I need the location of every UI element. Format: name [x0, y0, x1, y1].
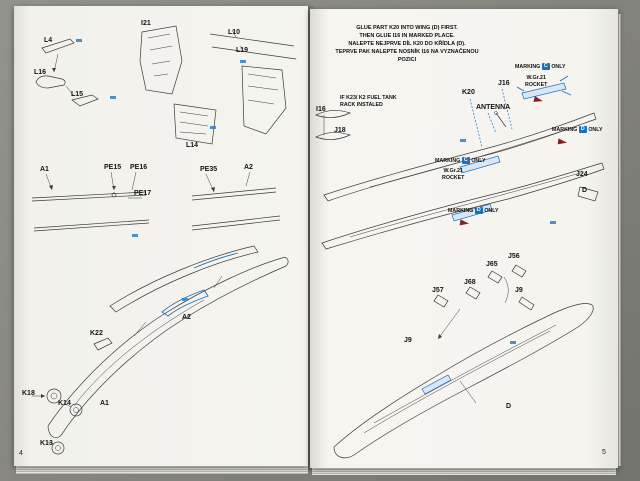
antenna-assembly — [31, 171, 150, 232]
part-label-j9-lower: J9 — [404, 337, 412, 344]
page-number-right: 5 — [602, 449, 606, 456]
left-page: L4 L16 L15 I21 L10 L19 L14 A1 PE15 PE16 … — [14, 6, 308, 466]
marking-badge-c-mid: MARKING C ONLY — [435, 157, 486, 164]
right-page-artwork — [315, 75, 605, 459]
paint-callout-mark — [76, 39, 82, 42]
wing-letter-d-bottom: D — [506, 403, 512, 410]
part-label-j65: J65 — [486, 261, 498, 268]
marking-letter-box-c: C — [541, 63, 550, 70]
fuel-tank-note-line-2: RACK INSTALED — [340, 102, 383, 109]
part-label-a1-upper: A1 — [40, 166, 49, 173]
part-label-j56: J56 — [508, 253, 520, 260]
part-label-l4: L4 — [44, 37, 53, 44]
marking-word: MARKING — [515, 63, 541, 70]
marking-badge-d-right: MARKING D ONLY — [552, 126, 603, 133]
small-parts-top-left — [35, 38, 99, 107]
part-label-antenna: ANTENNA — [476, 104, 511, 111]
instruction-line-cz-2: TEPRVE PAK NALEPTE NOSNÍK I16 NA VYZNAČE… — [335, 48, 479, 63]
rocket-caption-line-2: ROCKET — [442, 174, 465, 181]
part-label-l19: L19 — [236, 47, 249, 54]
part-label-j57: J57 — [432, 287, 444, 294]
right-page: GLUE PART K20 INTO WING (D) FIRST. THEN … — [310, 9, 618, 468]
only-word: ONLY — [484, 207, 499, 214]
part-label-k14: K14 — [58, 400, 71, 407]
marking-flag — [459, 219, 470, 227]
paint-callout-mark — [182, 298, 188, 301]
bottom-wing-diagram — [333, 303, 594, 459]
pe-rod-parts — [191, 171, 281, 231]
frame-part-right — [241, 65, 287, 135]
part-label-l16: L16 — [34, 69, 47, 76]
left-page-artwork — [31, 25, 297, 455]
rocket-caption-line-2: ROCKET — [525, 81, 548, 88]
paint-callout-mark — [132, 234, 138, 237]
frame-part-l14 — [173, 103, 217, 145]
marking-word: MARKING — [552, 126, 578, 133]
only-word: ONLY — [551, 63, 566, 70]
instruction-line-en-2: THEN GLUE I16 IN MARKED PLACE. — [359, 32, 455, 39]
rocket-caption-line-1: W.Gr.21 — [443, 168, 463, 174]
wing-cross-sections — [315, 110, 351, 140]
fuel-tank-note: IF K23/ K2 FUEL TANK RACK INSTALED — [340, 95, 397, 109]
part-label-pe15: PE15 — [104, 164, 122, 171]
antenna-part — [494, 111, 507, 128]
page-stack-bottom-left — [16, 466, 308, 474]
paint-callout-mark — [510, 341, 516, 344]
page-stack-bottom-right — [312, 468, 616, 475]
part-label-a2-upper: A2 — [244, 164, 253, 171]
paint-callout-mark — [210, 126, 216, 129]
underwing-parts-cluster — [433, 264, 535, 340]
part-label-j18: J18 — [334, 127, 346, 134]
page-number-left: 4 — [19, 450, 23, 457]
part-label-k22: K22 — [90, 330, 103, 337]
part-label-j16: J16 — [498, 80, 510, 87]
instruction-line-cz-1: NALEPTE NEJPRVE DÍL K20 DO KŘÍDLA (D). — [348, 40, 466, 47]
marking-letter-box-c: C — [461, 157, 470, 164]
part-label-j9-upper: J9 — [515, 287, 523, 294]
rocket-caption-line-1: W.Gr.21 — [526, 75, 546, 81]
part-label-k20: K20 — [462, 89, 475, 96]
part-label-j24: J24 — [576, 171, 588, 178]
marking-letter-box-d: D — [474, 207, 483, 214]
part-label-l15: L15 — [71, 91, 84, 98]
marking-word: MARKING — [448, 207, 474, 214]
part-label-pe35: PE35 — [200, 166, 218, 173]
rod-parts-l10-l19 — [209, 29, 297, 60]
marking-badge-c-top: MARKING C ONLY — [515, 63, 566, 70]
part-label-j68: J68 — [464, 279, 476, 286]
part-label-k18: K18 — [22, 390, 35, 397]
part-label-l10: L10 — [228, 29, 241, 36]
rocket-caption-mid: W.Gr.21 ROCKET — [442, 168, 464, 181]
marking-word: MARKING — [435, 157, 461, 164]
marking-badge-d-mid: MARKING D ONLY — [448, 207, 499, 214]
part-label-pe17: PE17 — [134, 190, 152, 197]
marking-flag — [557, 138, 568, 146]
rocket-caption-top: W.Gr.21 ROCKET — [525, 75, 547, 88]
paint-callout-mark — [240, 60, 246, 63]
paint-callout-mark — [550, 221, 556, 224]
wing-letter-d-mid: D — [582, 187, 588, 194]
part-label-l14: L14 — [186, 142, 199, 149]
part-label-a2-fuselage: A2 — [182, 314, 191, 321]
part-label-i16: I16 — [316, 106, 326, 113]
marking-letter-box-d: D — [578, 126, 587, 133]
part-label-a1-lower: A1 — [100, 400, 109, 407]
page-stack-right-edge — [617, 14, 621, 466]
rocket-part-top — [516, 75, 572, 100]
fuselage-assembly — [47, 245, 289, 438]
part-label-i21: I21 — [141, 20, 151, 27]
wheel-parts — [32, 337, 113, 455]
part-label-pe16: PE16 — [130, 164, 148, 171]
frame-part-i21 — [139, 25, 183, 95]
only-word: ONLY — [471, 157, 486, 164]
upper-wing-diagram — [323, 88, 597, 202]
instruction-text: GLUE PART K20 INTO WING (D) FIRST. THEN … — [328, 25, 486, 65]
instruction-line-en-1: GLUE PART K20 INTO WING (D) FIRST. — [356, 25, 458, 31]
part-label-k13: K13 — [40, 440, 53, 447]
only-word: ONLY — [588, 126, 603, 133]
fuel-tank-note-line-1: IF K23/ K2 FUEL TANK — [340, 95, 397, 101]
paint-callout-mark — [460, 139, 466, 142]
j24-part — [577, 186, 599, 202]
paint-callout-mark — [110, 96, 116, 99]
